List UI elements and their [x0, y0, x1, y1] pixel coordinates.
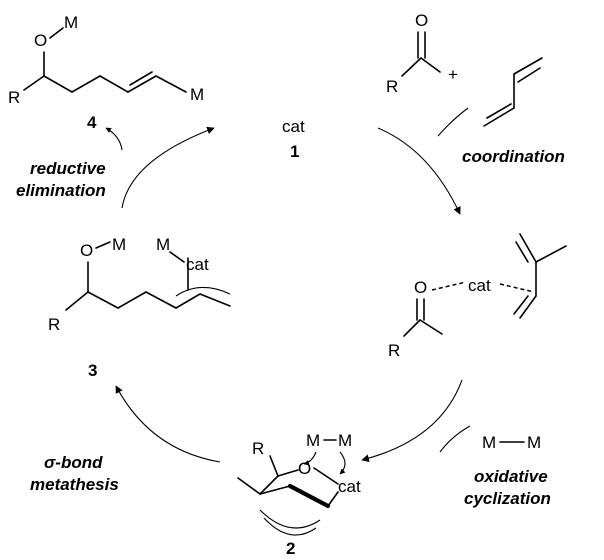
bond — [155, 75, 187, 93]
bond — [269, 455, 279, 477]
compound-3-label: 3 — [88, 361, 97, 380]
cycle-arrow-oxidative-cyclization — [361, 379, 463, 463]
butadiene-structure — [483, 57, 543, 127]
bold-bond — [287, 483, 331, 509]
bond — [519, 295, 537, 319]
catalyst-1: cat 1 — [282, 117, 305, 161]
cycle-arrow-sigma-bond-metathesis — [115, 385, 221, 463]
atom-r: R — [386, 77, 398, 96]
bond — [515, 241, 529, 263]
coordination-complex-structure: O R cat — [388, 233, 567, 360]
atom-m: M — [338, 431, 352, 450]
atom-m: M — [156, 235, 170, 254]
bond — [519, 233, 537, 263]
bond — [175, 293, 201, 309]
plus-sign: + — [448, 65, 458, 84]
atom-m: M — [527, 433, 541, 452]
atom-m: M — [64, 13, 78, 32]
bond — [419, 319, 443, 335]
bond — [483, 107, 515, 127]
step-label-cyclization: cyclization — [464, 489, 551, 508]
bond — [401, 57, 422, 77]
bond — [23, 75, 45, 91]
cycle-arrow-coordination — [377, 127, 461, 215]
catalyst-label: cat — [186, 255, 209, 274]
cycle-arrow-reductive-elimination — [121, 126, 215, 209]
bond — [95, 241, 111, 249]
compound-2-label: 2 — [286, 539, 295, 558]
bond — [513, 295, 529, 315]
atom-m: M — [190, 85, 204, 104]
bond — [127, 75, 157, 93]
bond — [277, 469, 299, 477]
bond — [99, 75, 129, 93]
allyl-arc — [175, 286, 231, 297]
allyl-arc — [259, 509, 321, 529]
bond — [313, 467, 339, 485]
bond — [259, 475, 279, 495]
atom-o: O — [34, 31, 47, 50]
bond — [199, 293, 231, 307]
bond — [129, 71, 153, 86]
allyl-arc — [263, 517, 317, 536]
step-label-metathesis: metathesis — [30, 475, 119, 494]
atom-m: M — [112, 235, 126, 254]
reagent-entry-curve — [439, 425, 471, 453]
atom-o: O — [414, 278, 427, 297]
bond — [237, 477, 261, 495]
electron-arrow — [303, 451, 317, 466]
bond — [49, 27, 64, 39]
bond — [517, 67, 541, 83]
compound-2-structure: O cat R M M 2 — [237, 431, 361, 558]
step-label-sigma-bond: σ-bond — [44, 453, 103, 472]
bond — [71, 75, 101, 93]
bond — [420, 57, 441, 73]
product-release-curve — [105, 127, 123, 151]
reagent-entry-curve — [437, 107, 469, 137]
atom-r: R — [388, 341, 400, 360]
coordination-bond — [431, 281, 467, 291]
atom-r: R — [252, 439, 264, 458]
bond — [513, 57, 543, 75]
bond — [65, 291, 89, 311]
catalyst-label: cat — [282, 117, 305, 136]
step-label-oxidative: oxidative — [474, 467, 548, 486]
bond — [43, 75, 73, 93]
atom-o: O — [415, 11, 428, 30]
mm-reagent: M M — [482, 433, 541, 452]
atom-o: O — [80, 241, 93, 260]
compound-1-label: 1 — [290, 142, 299, 161]
compound-3-structure: O M R M cat 3 — [48, 235, 231, 380]
catalyst-label: cat — [338, 477, 361, 496]
step-label-elimination: elimination — [16, 181, 106, 200]
bond — [403, 319, 421, 337]
bond — [117, 291, 147, 309]
atom-m: M — [306, 431, 320, 450]
atom-r: R — [48, 315, 60, 334]
bond — [169, 251, 185, 263]
catalyst-label: cat — [468, 276, 491, 295]
atom-m: M — [482, 433, 496, 452]
coordination-bond — [499, 283, 535, 293]
bond — [87, 291, 119, 309]
compound-4-label: 4 — [87, 113, 97, 132]
bond — [327, 491, 339, 507]
aldehyde-structure: O R — [386, 11, 441, 96]
bond — [535, 245, 567, 263]
bond — [486, 103, 512, 119]
bond — [145, 291, 177, 309]
electron-arrow — [339, 451, 346, 475]
step-label-coordination: coordination — [462, 147, 565, 166]
step-label-reductive: reductive — [30, 159, 106, 178]
compound-4-structure: O M R M 4 — [8, 13, 204, 132]
atom-r: R — [8, 88, 20, 107]
